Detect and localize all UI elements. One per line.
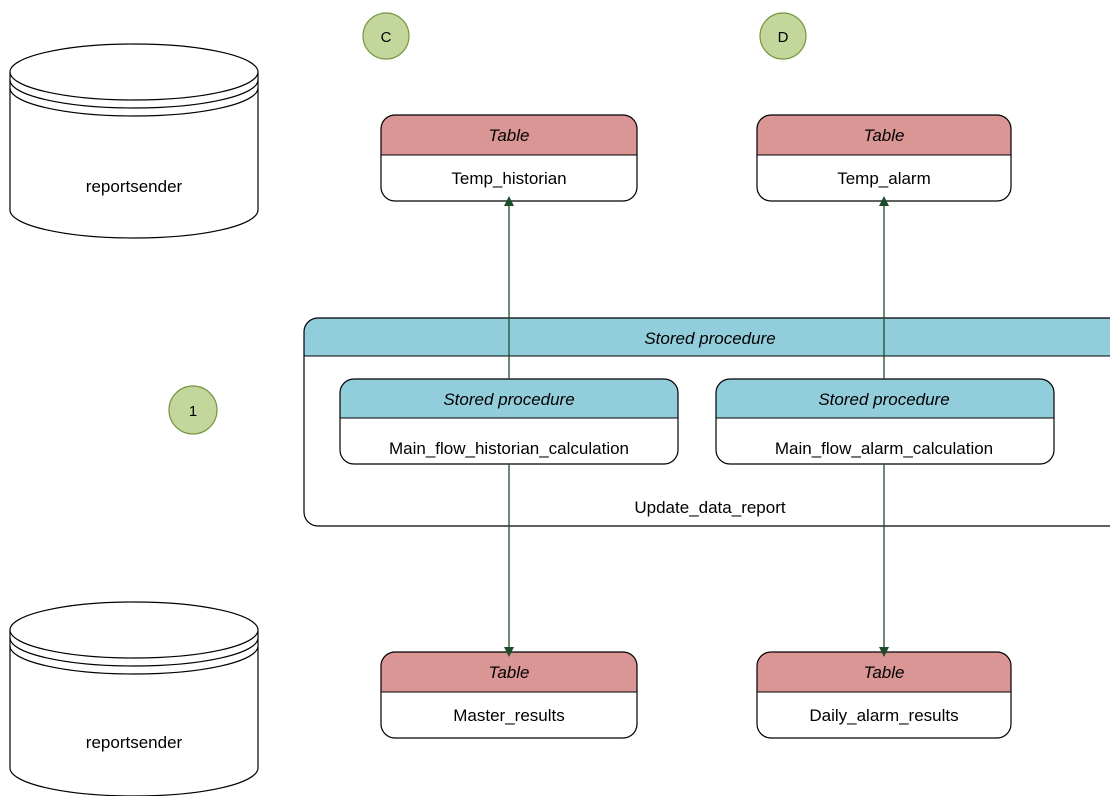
table-name-label: Daily_alarm_results bbox=[809, 706, 958, 725]
badge-label: 1 bbox=[189, 403, 197, 420]
badge-label: D bbox=[778, 29, 789, 46]
table-daily-alarm-results: Table Daily_alarm_results bbox=[756, 651, 1012, 739]
badge-label: C bbox=[381, 29, 392, 46]
table-name-label: Temp_alarm bbox=[837, 169, 931, 188]
database-reportsender-bottom: reportsender bbox=[9, 601, 259, 796]
badge-c: C bbox=[362, 12, 410, 60]
procedure-update-data-report: Stored procedure Update_data_report bbox=[303, 317, 1110, 527]
procedure-name-label: Update_data_report bbox=[634, 498, 786, 517]
table-header-label: Table bbox=[489, 126, 530, 145]
table-header-label: Table bbox=[489, 663, 530, 682]
procedure-header-label: Stored procedure bbox=[443, 390, 574, 409]
procedure-header-label: Stored procedure bbox=[644, 329, 775, 348]
table-name-label: Master_results bbox=[453, 706, 564, 725]
table-name-label: Temp_historian bbox=[451, 169, 566, 188]
badge-d: D bbox=[759, 12, 807, 60]
table-master-results: Table Master_results bbox=[380, 651, 638, 739]
procedure-header-label: Stored procedure bbox=[818, 390, 949, 409]
procedure-main-flow-alarm: Stored procedure Main_flow_alarm_calcula… bbox=[715, 378, 1055, 465]
procedure-main-flow-historian: Stored procedure Main_flow_historian_cal… bbox=[339, 378, 679, 465]
database-label: reportsender bbox=[86, 733, 183, 752]
table-temp-alarm: Table Temp_alarm bbox=[756, 114, 1012, 202]
database-label: reportsender bbox=[86, 177, 183, 196]
database-reportsender-top: reportsender bbox=[9, 43, 259, 239]
procedure-name-label: Main_flow_historian_calculation bbox=[389, 439, 629, 458]
badge-1: 1 bbox=[168, 385, 218, 435]
procedure-name-label: Main_flow_alarm_calculation bbox=[775, 439, 993, 458]
table-temp-historian: Table Temp_historian bbox=[380, 114, 638, 202]
table-header-label: Table bbox=[864, 663, 905, 682]
table-header-label: Table bbox=[864, 126, 905, 145]
